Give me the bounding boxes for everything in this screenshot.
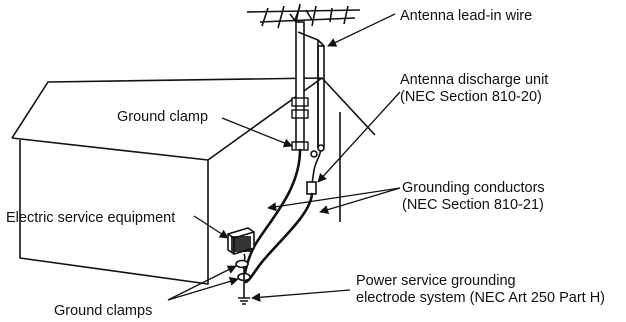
label-discharge-unit-1: Antenna discharge unit (400, 72, 548, 88)
label-power-service-1: Power service grounding (356, 273, 516, 289)
base-ground-clamps (235, 259, 251, 282)
leader-lines (167, 13, 401, 302)
house-roof (11, 77, 376, 139)
label-discharge-unit-2: (NEC Section 810-20) (400, 89, 542, 105)
label-ground-clamp: Ground clamp (117, 109, 208, 125)
house-left-wall (19, 140, 209, 285)
label-ground-clamps: Ground clamps (54, 303, 152, 319)
grounding-conductors (242, 148, 314, 284)
label-antenna-lead-in: Antenna lead-in wire (400, 8, 532, 24)
antenna (246, 3, 361, 31)
antenna-boom-2 (259, 17, 356, 23)
house (11, 77, 376, 285)
leader-ground-clamp (221, 117, 293, 148)
lead-in-wire (310, 144, 325, 185)
leader-ground-clamps-2 (167, 276, 239, 301)
label-grounding-conductors-2: (NEC Section 810-21) (402, 197, 544, 213)
label-power-service-2: electrode system (NEC Art 250 Part H) (356, 290, 605, 306)
mast-clamps (291, 97, 309, 151)
leader-grounding-conductor-2 (267, 187, 401, 212)
antenna-mast (295, 21, 325, 148)
electric-service-equipment (227, 227, 255, 267)
leader-grounding-conductor-1 (319, 187, 401, 215)
ground-electrode (238, 266, 250, 305)
leader-ground-clamps-1 (167, 265, 237, 301)
house-right-wall (208, 135, 375, 284)
antenna-boom (246, 9, 361, 13)
leader-antenna-lead-in (327, 13, 396, 47)
label-grounding-conductors-1: Grounding conductors (402, 180, 545, 196)
leader-discharge-unit (317, 91, 401, 183)
leader-power-service (251, 289, 351, 302)
leader-electric-service (193, 215, 229, 239)
antenna-discharge-unit (306, 181, 317, 195)
label-electric-service: Electric service equipment (6, 210, 175, 226)
